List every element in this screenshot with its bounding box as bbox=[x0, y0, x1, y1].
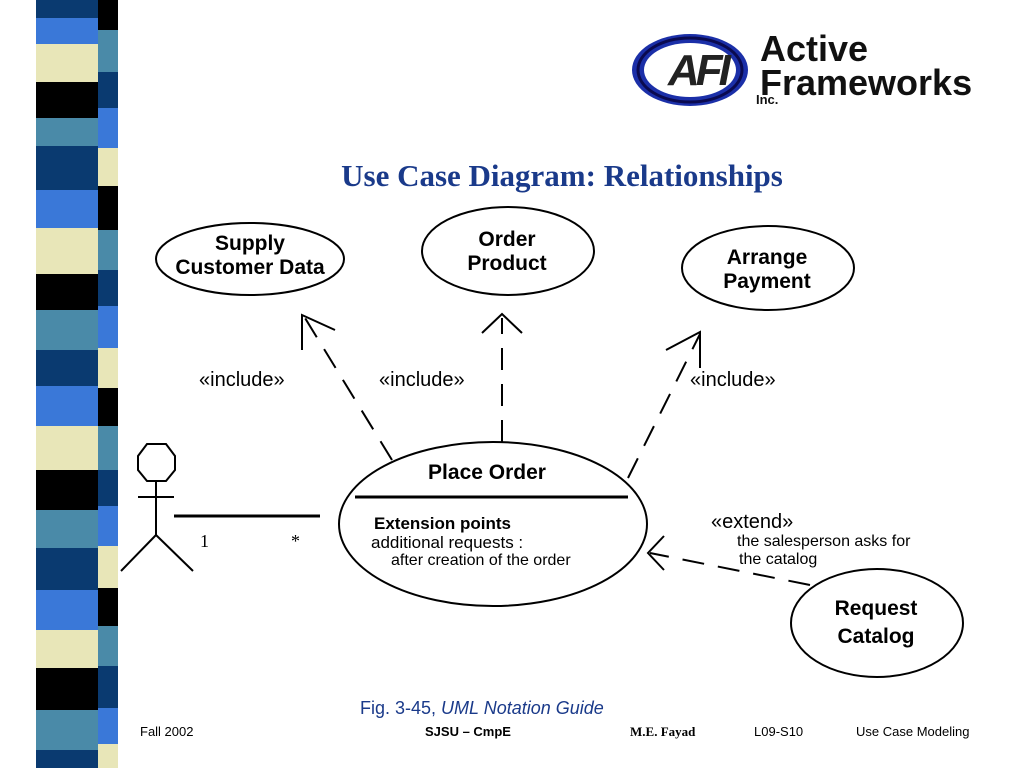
multiplicity-actor: 1 bbox=[200, 531, 209, 551]
stripe-block bbox=[98, 0, 118, 30]
company-logo: AFI Active Frameworks Inc. bbox=[628, 26, 998, 116]
stripe-block bbox=[36, 274, 98, 310]
multiplicity-use-case: * bbox=[291, 531, 300, 551]
place-order-label: Place Order bbox=[428, 461, 546, 484]
actor-figure bbox=[120, 443, 194, 572]
stripe-block bbox=[98, 470, 118, 506]
arrange-label-line-2: Payment bbox=[723, 270, 811, 293]
stripe-block bbox=[98, 230, 118, 270]
caption-prefix: Fig. 3-45, bbox=[360, 698, 442, 718]
stripe-block bbox=[98, 506, 118, 546]
logo-line-3: Inc. bbox=[756, 92, 779, 107]
footer-topic: Use Case Modeling bbox=[856, 724, 970, 739]
include-arrowhead-supply-icon bbox=[301, 313, 336, 350]
include-dependency-supply bbox=[304, 317, 393, 461]
stripe-block bbox=[98, 348, 118, 388]
stripe-block bbox=[98, 108, 118, 148]
stripe-block bbox=[98, 72, 118, 108]
actor-head bbox=[137, 443, 176, 482]
request-label-line-1: Request bbox=[834, 597, 918, 620]
stripe-block bbox=[36, 710, 98, 750]
extend-label: «extend» bbox=[711, 511, 794, 533]
stripe-block bbox=[36, 510, 98, 548]
extension-point-name: additional requests : bbox=[371, 533, 524, 552]
stripe-block bbox=[98, 186, 118, 230]
include-arrowhead-order-icon bbox=[481, 312, 523, 334]
stripe-block bbox=[36, 590, 98, 630]
logo-initials: AFI bbox=[668, 46, 731, 95]
extend-condition-line-2: the catalog bbox=[739, 551, 818, 568]
include-dependency-arrange bbox=[627, 333, 701, 479]
include-label-left: «include» bbox=[199, 369, 285, 391]
stripe-block bbox=[98, 426, 118, 470]
logo-line-2: Frameworks bbox=[760, 62, 973, 103]
logo-line-1: Active bbox=[760, 28, 869, 69]
footer-slide-number: L09-S10 bbox=[754, 724, 804, 739]
include-label-right: «include» bbox=[690, 369, 776, 391]
use-case-supply-customer-data bbox=[155, 222, 345, 296]
use-case-place-order bbox=[338, 441, 648, 607]
stripe-block bbox=[36, 228, 98, 274]
stripe-block bbox=[36, 0, 98, 18]
stripe-block bbox=[36, 146, 98, 190]
stripe-block bbox=[36, 118, 98, 146]
stripe-block bbox=[98, 546, 118, 588]
stripe-block bbox=[36, 426, 98, 470]
stripe-block bbox=[98, 270, 118, 306]
stripe-block bbox=[36, 310, 98, 350]
stripe-block bbox=[36, 82, 98, 118]
stripe-block bbox=[36, 190, 98, 228]
stripe-block bbox=[36, 668, 98, 710]
footer-term: Fall 2002 bbox=[140, 724, 194, 739]
stripe-block bbox=[36, 18, 98, 44]
stripe-block bbox=[98, 708, 118, 744]
extend-condition-line-1: the salesperson asks for bbox=[737, 533, 911, 550]
figure-caption: Fig. 3-45, UML Notation Guide bbox=[360, 698, 604, 719]
order-label-line-2: Product bbox=[467, 252, 547, 275]
supply-label-line-1: Supply bbox=[214, 232, 285, 255]
stripe-block bbox=[36, 548, 98, 590]
stripe-block bbox=[36, 350, 98, 386]
stripe-block bbox=[98, 744, 118, 768]
page-title: Use Case Diagram: Relationships bbox=[341, 158, 783, 193]
decorative-stripe bbox=[0, 0, 118, 768]
stripe-block bbox=[98, 588, 118, 626]
stripe-block bbox=[36, 386, 98, 426]
stripe-block bbox=[98, 388, 118, 426]
extension-point-location: after creation of the order bbox=[391, 552, 571, 569]
stripe-block bbox=[98, 666, 118, 708]
caption-source: UML Notation Guide bbox=[441, 698, 604, 718]
arrange-label-line-1: Arrange bbox=[726, 246, 808, 269]
stripe-block bbox=[36, 630, 98, 668]
stripe-block bbox=[98, 626, 118, 666]
supply-label-line-2: Customer Data bbox=[175, 256, 325, 279]
stripe-block bbox=[36, 750, 98, 768]
extend-dependency bbox=[649, 552, 811, 586]
extend-arrowhead-icon bbox=[646, 535, 665, 571]
use-case-request-catalog bbox=[790, 568, 964, 678]
stripe-block bbox=[36, 470, 98, 510]
stripe-block bbox=[36, 44, 98, 82]
footer-author: M.E. Fayad bbox=[630, 724, 696, 739]
extension-points-header: Extension points bbox=[374, 514, 511, 533]
stripe-block bbox=[98, 306, 118, 348]
request-label-line-2: Catalog bbox=[837, 625, 915, 648]
logo-emblem-icon bbox=[632, 34, 748, 106]
include-arrowhead-arrange-icon bbox=[665, 330, 701, 368]
footer-course: SJSU – CmpE bbox=[425, 724, 511, 739]
stripe-block bbox=[98, 30, 118, 72]
use-case-order-product bbox=[421, 206, 595, 296]
order-label-line-1: Order bbox=[478, 228, 536, 251]
use-case-arrange-payment bbox=[681, 225, 855, 311]
stripe-block bbox=[98, 148, 118, 186]
include-label-mid: «include» bbox=[379, 369, 465, 391]
